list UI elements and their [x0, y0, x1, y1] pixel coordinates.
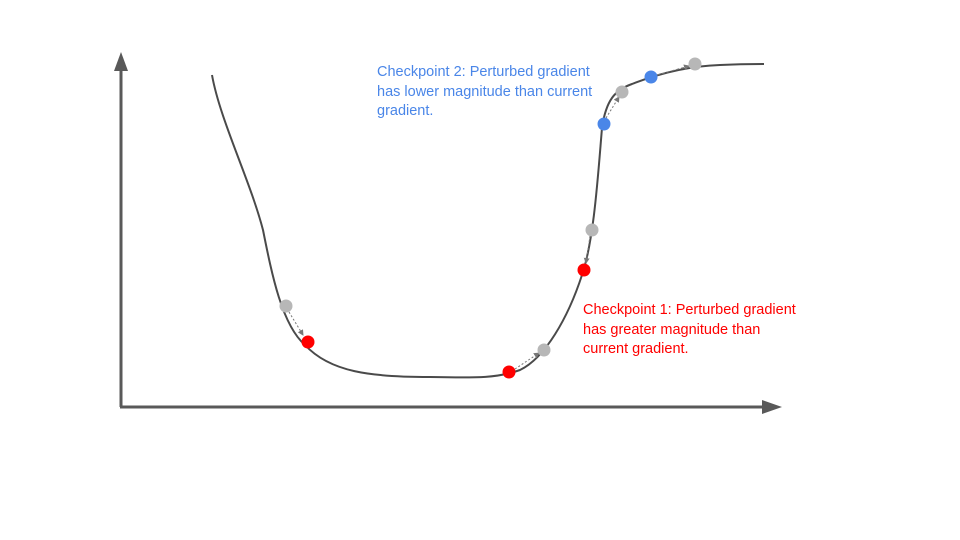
point-plateau-perturbed: [644, 70, 658, 84]
step-indicator-left: [288, 311, 304, 336]
checkpoint-2-line-2: has lower magnitude than current: [377, 83, 593, 100]
checkpoint-1-line-1: Checkpoint 1: Perturbed gradient: [583, 302, 796, 318]
step-indicator-valley: [514, 352, 540, 370]
point-plateau-current: [688, 57, 702, 71]
point-upper-rise-perturbed: [597, 117, 611, 131]
point-steep-rise-perturbed: [577, 263, 591, 277]
checkpoint-2-line-1: Checkpoint 2: Perturbed gradient: [377, 64, 590, 80]
checkpoint-2-line-3: gradient.: [377, 103, 434, 119]
checkpoint-1-line-2: has greater magnitude than: [583, 321, 761, 338]
checkpoint-1-annotation: Checkpoint 1: Perturbed gradient has gre…: [583, 301, 796, 360]
step-indicator-steep: [583, 235, 591, 264]
y-axis-arrowhead: [114, 52, 128, 71]
checkpoint-2-annotation: Checkpoint 2: Perturbed gradient has low…: [377, 63, 592, 122]
point-upper-rise-current: [615, 85, 629, 99]
step-indicator-plateau: [656, 64, 690, 76]
step-indicator-upper: [605, 96, 620, 119]
point-left-descent-current: [279, 299, 293, 313]
point-valley-perturbed: [502, 365, 516, 379]
point-left-descent-perturbed: [301, 335, 315, 349]
point-steep-rise-current: [585, 223, 599, 237]
x-axis-arrowhead: [762, 400, 782, 414]
point-valley-current: [537, 343, 551, 357]
checkpoint-1-line-3: current gradient.: [583, 341, 689, 357]
